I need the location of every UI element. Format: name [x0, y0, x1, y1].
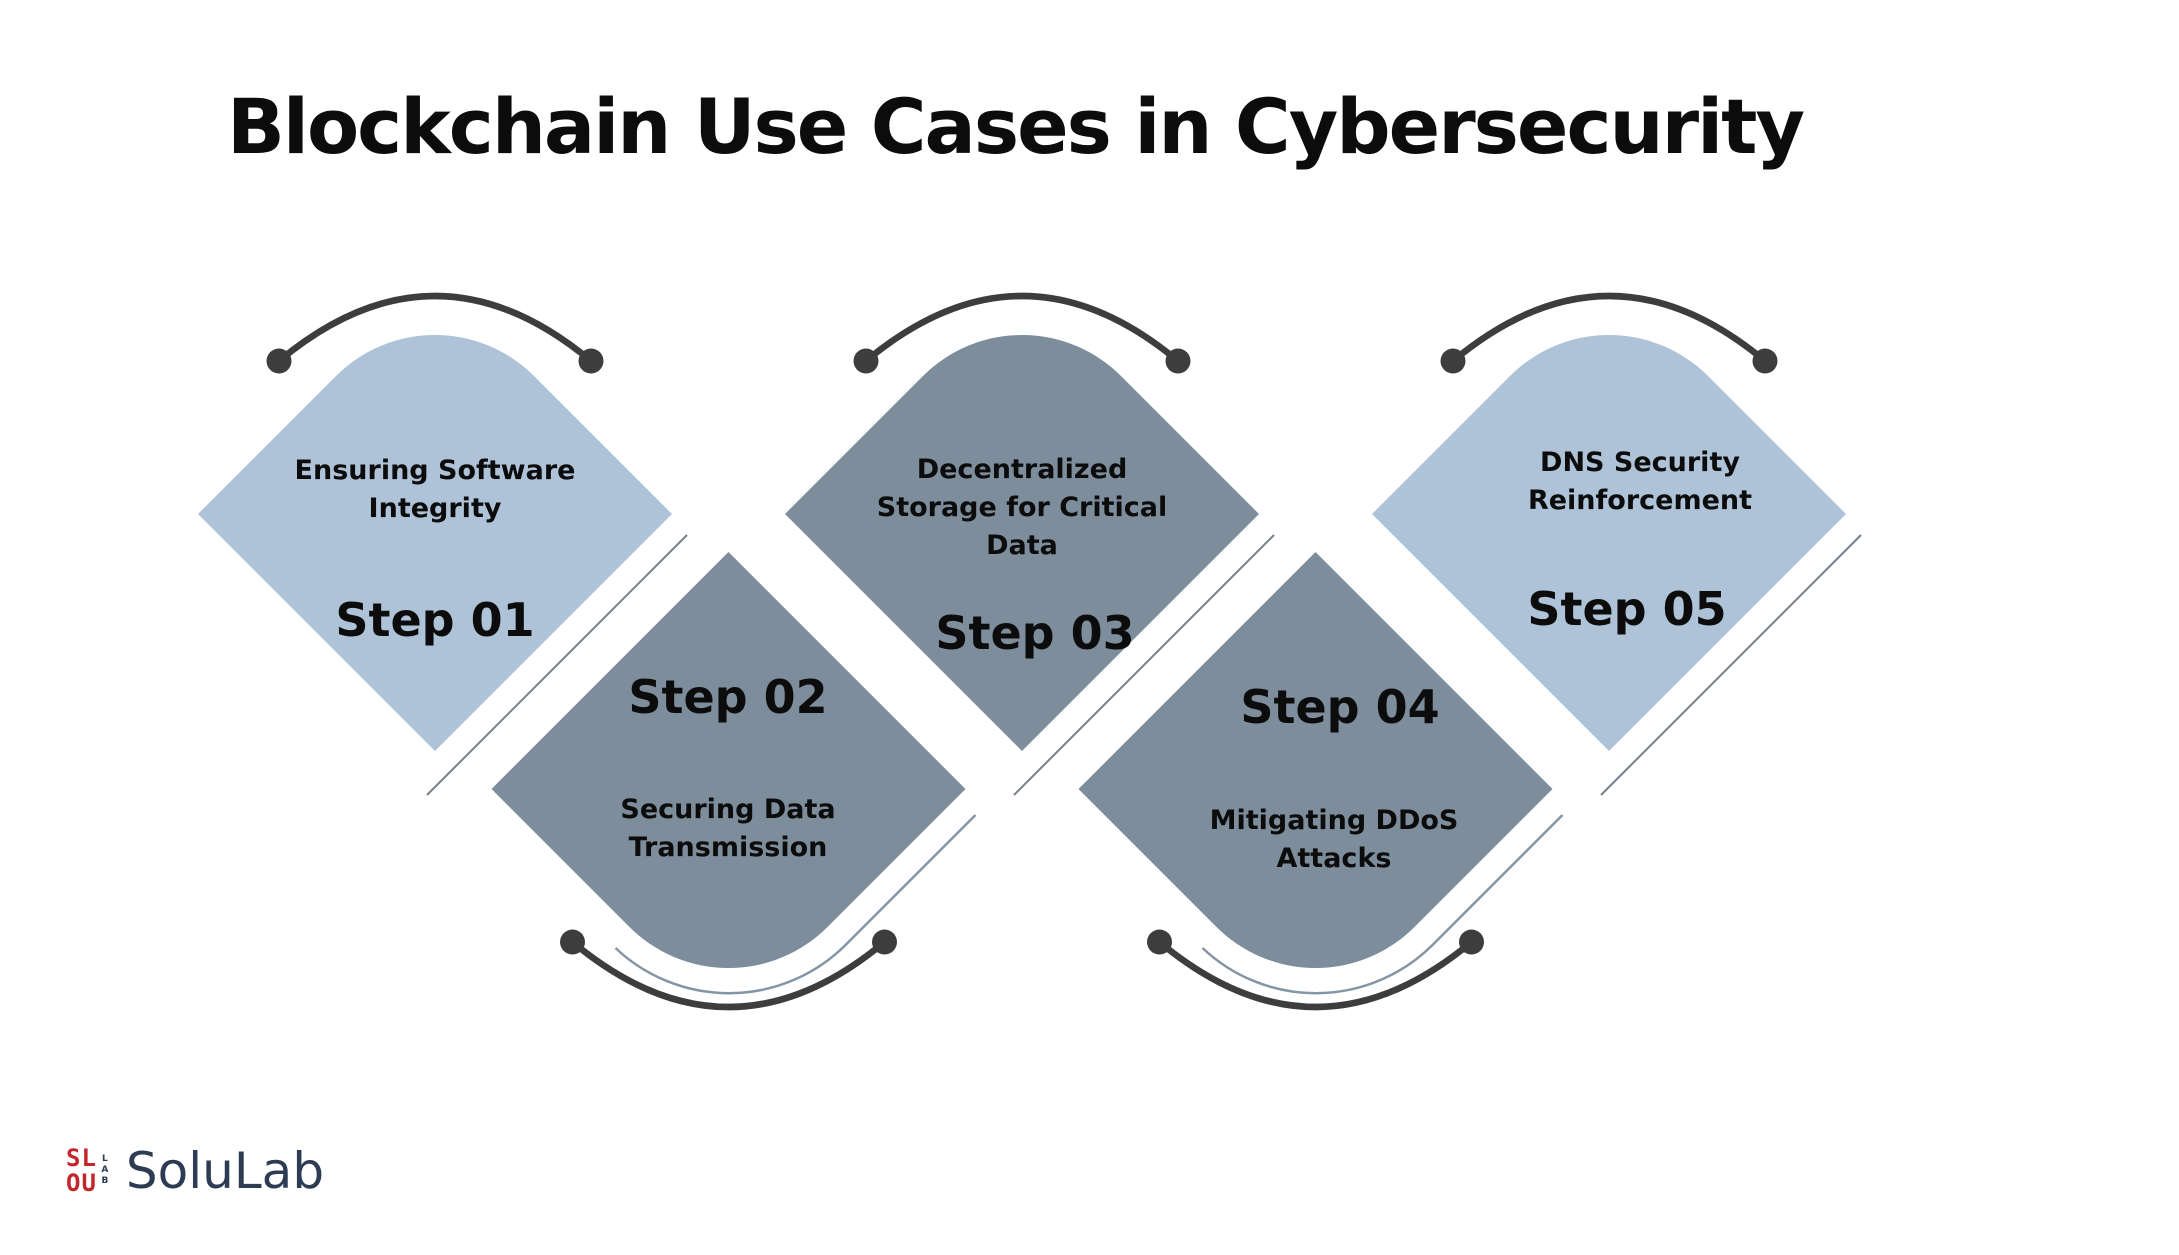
step-desc-line: Data [986, 530, 1058, 561]
step-3-label: Step 03 [935, 606, 1135, 660]
page-title: Blockchain Use Cases in Cybersecurity [226, 82, 1805, 171]
step-desc-line: Mitigating DDoS [1209, 805, 1459, 836]
step-1-arc-dot-right [578, 348, 604, 374]
step-1-label: Step 01 [335, 593, 535, 647]
step-desc-line: Reinforcement [1527, 485, 1753, 516]
step-desc-line: Decentralized [916, 454, 1128, 485]
logo-pixel-letters: SL OU [66, 1146, 97, 1196]
step-desc-line: Transmission [628, 832, 828, 863]
step-3-arc-dot-right [1165, 348, 1191, 374]
logo-wordmark: SoluLab [125, 1142, 325, 1200]
step-2-arc [569, 938, 888, 1011]
step-2-label: Step 02 [628, 670, 828, 724]
step-1-echo-line [426, 534, 688, 796]
step-4-group [1078, 552, 1564, 1011]
step-desc-line: DNS Security [1540, 447, 1740, 478]
step-2-arc-dot-left [560, 929, 585, 955]
step-4-arc-dot-right [1459, 929, 1484, 955]
step-5-description: DNS Security Reinforcement [1528, 444, 1752, 520]
step-3-arc-dot-left [853, 348, 879, 374]
step-desc-line: Securing Data [620, 794, 836, 825]
step-4-echo-line [1201, 814, 1564, 995]
step-2-arc-dot-right [872, 929, 897, 955]
step-3-echo-line [1013, 534, 1275, 796]
step-1-arc-dot-left [266, 348, 292, 374]
step-2-echo-line [614, 814, 977, 995]
step-desc-line: Integrity [368, 493, 502, 524]
step-4-arc [1156, 938, 1475, 1011]
logo-lab-text: LAB [99, 1154, 110, 1187]
logo-pixel-row2: OU [66, 1169, 97, 1197]
step-4-label: Step 04 [1240, 680, 1440, 734]
step-5-echo-line [1600, 534, 1862, 796]
step-1-description: Ensuring Software Integrity [295, 452, 576, 528]
logo-pixel-row1: SL [66, 1144, 97, 1172]
step-5-label: Step 05 [1527, 582, 1727, 636]
step-1-arc [275, 292, 595, 365]
step-2-group [491, 552, 977, 1011]
step-desc-line: Ensuring Software [294, 455, 576, 486]
step-3-group [785, 292, 1275, 796]
step-5-arc [1449, 292, 1769, 365]
step-4-description: Mitigating DDoS Attacks [1210, 802, 1459, 878]
step-1-group [198, 292, 688, 796]
step-5-group [1372, 292, 1862, 796]
step-4-arc-dot-left [1147, 929, 1172, 955]
step-desc-line: Storage for Critical [876, 492, 1168, 523]
solulab-logo: SL OU LAB SoluLab [66, 1142, 324, 1200]
step-3-description: Decentralized Storage for Critical Data [877, 451, 1168, 565]
step-3-arc [862, 292, 1182, 365]
step-desc-line: Attacks [1276, 843, 1392, 874]
step-2-description: Securing Data Transmission [620, 791, 835, 867]
step-5-arc-dot-left [1440, 348, 1466, 374]
step-5-arc-dot-right [1752, 348, 1778, 374]
solulab-logo-icon: SL OU LAB [66, 1146, 110, 1196]
